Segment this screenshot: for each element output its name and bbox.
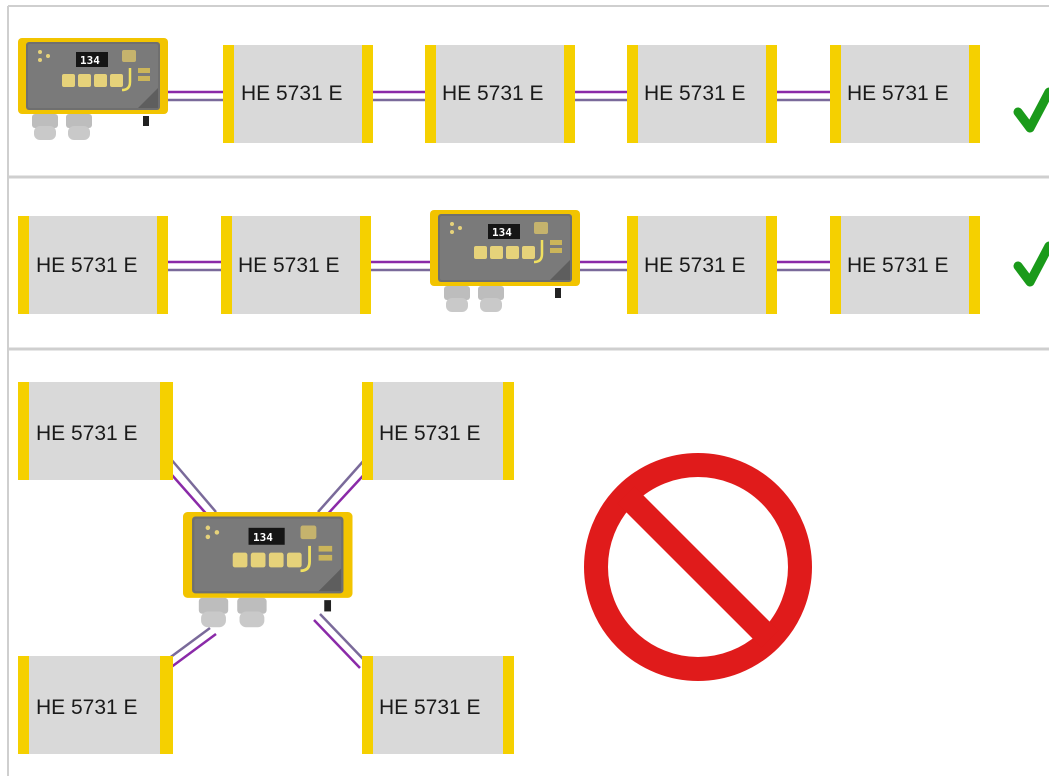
row1-module-3-label: HE 5731 E xyxy=(644,82,746,105)
row1-module-2-label: HE 5731 E xyxy=(442,82,544,105)
row1-module-1-label: HE 5731 E xyxy=(241,82,343,105)
row1-module-4-label: HE 5731 E xyxy=(847,82,949,105)
row1-module-4: HE 5731 E xyxy=(830,45,980,143)
row3-module-br-label: HE 5731 E xyxy=(379,696,481,719)
row1-controller-display: 134 xyxy=(80,54,100,67)
row2-controller: 134 xyxy=(430,210,580,312)
row3-module-bl-label: HE 5731 E xyxy=(36,696,138,719)
row1-controller: 134 xyxy=(18,38,168,140)
row2-module-1-label: HE 5731 E xyxy=(36,254,138,277)
row2-module-2-label: HE 5731 E xyxy=(238,254,340,277)
row3-module-tr-label: HE 5731 E xyxy=(379,422,481,445)
row3-controller-display: 134 xyxy=(253,531,273,544)
row2-module-4: HE 5731 E xyxy=(830,216,980,314)
row3-module-top-right: HE 5731 E xyxy=(362,382,514,480)
row2-controller-display: 134 xyxy=(492,226,512,239)
row3-module-tl-label: HE 5731 E xyxy=(36,422,138,445)
row3-module-bottom-left: HE 5731 E xyxy=(18,656,173,754)
prohibited-icon xyxy=(596,465,800,669)
row2-module-3: HE 5731 E xyxy=(627,216,777,314)
row2-module-2: HE 5731 E xyxy=(221,216,371,314)
check-icon xyxy=(1018,92,1049,128)
row1-module-3: HE 5731 E xyxy=(627,45,777,143)
row2-module-1: HE 5731 E xyxy=(18,216,168,314)
row3-module-bottom-right: HE 5731 E xyxy=(362,656,514,754)
row2-module-3-label: HE 5731 E xyxy=(644,254,746,277)
check-icon xyxy=(1018,246,1049,282)
row3-module-top-left: HE 5731 E xyxy=(18,382,173,480)
row1-module-2: HE 5731 E xyxy=(425,45,575,143)
row2-module-4-label: HE 5731 E xyxy=(847,254,949,277)
row1-module-1: HE 5731 E xyxy=(223,45,373,143)
row3-controller: 134 xyxy=(183,512,353,627)
